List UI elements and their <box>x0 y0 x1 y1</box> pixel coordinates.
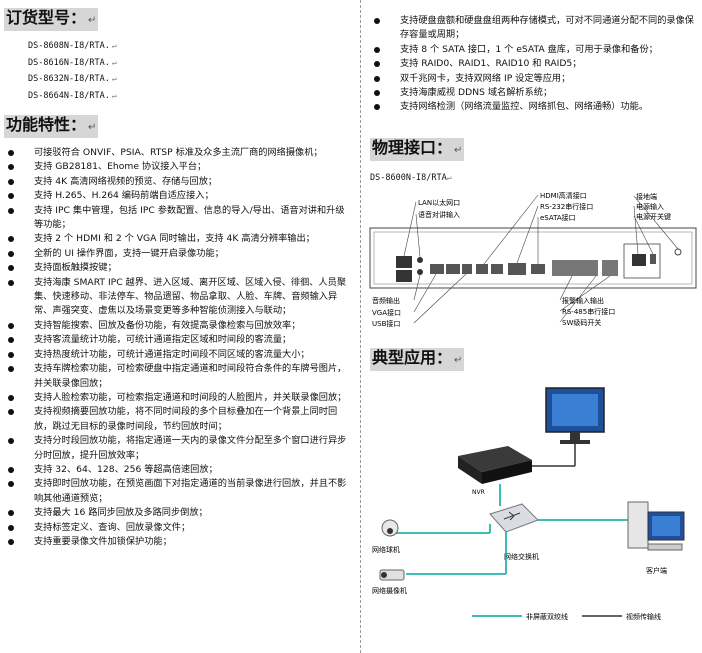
model-section-title: 订货型号：↵ <box>4 8 99 31</box>
hdmi-port <box>491 264 503 274</box>
device-model-label: DS-8600N-I8/RTA↵ <box>370 173 452 183</box>
switch-label: 网络交换机 <box>504 552 539 561</box>
power-module <box>623 243 661 279</box>
feature-item: 支持 2 个 HDMI 和 2 个 VGA 同时输出，支持 4K 高清分辨率输出… <box>0 232 352 246</box>
nvr-front <box>458 456 482 484</box>
label-sw-switch: SW级码开关 <box>562 318 601 327</box>
feature-item: 支持 GB28181、Ehome 协议接入平台； <box>0 160 352 174</box>
usb-port <box>462 264 472 274</box>
feature-list: 可接驳符合 ONVIF、PSIA、RTSP 标准及众多主流厂商的网络摄像机； 支… <box>0 146 352 549</box>
label-ground: 接地端 <box>636 192 657 201</box>
model-list: DS-8608N-I8/RTA.↵ DS-8616N-I8/RTA.↵ DS-8… <box>28 38 117 104</box>
bullet-label: 网络摄像机 <box>372 586 407 595</box>
label-voice-input: 语音对讲输入 <box>418 210 460 219</box>
label-hdmi: HDMI高清接口 <box>540 192 587 200</box>
feature-item: 支持海康威视 DDNS 域名解析系统； <box>366 86 702 100</box>
column-divider <box>360 0 361 653</box>
label-lan: LAN以太网口 <box>418 198 460 207</box>
feature-item: 全新的 UI 操作界面，支持一键开启录像功能； <box>0 247 352 261</box>
label-rs232: RS-232串行接口 <box>540 202 593 211</box>
model-item: DS-8632N-I8/RTA.↵ <box>28 74 117 85</box>
feature-item: 支持硬盘盘额和硬盘盘组两种存储模式，可对不同通道分配不同的录像保存容量或周期； <box>366 14 702 43</box>
bullet-camera-lens <box>381 572 387 578</box>
lan-port <box>396 270 412 282</box>
switch-icon <box>489 503 539 533</box>
switch-arrows <box>503 511 521 521</box>
feature-item: 支持分时段回放功能，将指定通道一天内的录像文件分配至多个窗口进行异步分时回放，提… <box>0 434 352 463</box>
feature-item: 支持 32、64、128、256 等超高倍速回放； <box>0 463 352 477</box>
label-audio-out: 音频输出 <box>372 296 400 305</box>
feature-item: 支持标签定义、查询、回放录像文件； <box>0 521 352 535</box>
dome-camera-lens <box>387 528 393 534</box>
rear-panel-diagram: LAN以太网口 语音对讲输入 HDMI高清接口 RS-232串行接口 eSATA… <box>369 192 697 328</box>
hdmi-port <box>476 264 488 274</box>
model-item: DS-8608N-I8/RTA.↵ <box>28 41 117 51</box>
feature-item: 支持面板触摸按键； <box>0 261 352 275</box>
lan-port <box>396 256 412 268</box>
right-column: 支持硬盘盘额和硬盘盘组两种存储模式，可对不同通道分配不同的录像保存容量或周期； … <box>366 0 702 653</box>
legend-utp-label: 非屏蔽双绞线 <box>526 612 568 621</box>
monitor-screen <box>552 394 598 426</box>
nvr-side <box>482 460 532 484</box>
feature-item: 支持 RAID0、RAID1、RAID10 和 RAID5； <box>366 57 702 71</box>
rs232-port <box>508 263 526 275</box>
feature-item: 支持即时回放功能，在预览画面下对指定通道的当前录像进行回放，并且不影响其他通道预… <box>0 477 352 506</box>
monitor-base <box>560 440 590 444</box>
label-usb: USB接口 <box>372 319 400 328</box>
feature-item: 支持客流量统计功能，可统计通道指定区域和时间段的客流量； <box>0 333 352 347</box>
feature-item: 可接驳符合 ONVIF、PSIA、RTSP 标准及众多主流厂商的网络摄像机； <box>0 146 352 160</box>
left-column: 订货型号：↵ DS-8608N-I8/RTA.↵ DS-8616N-I8/RTA… <box>0 8 352 549</box>
power-socket <box>632 254 646 266</box>
label-esata: eSATA接口 <box>540 213 576 222</box>
audio-jack <box>417 257 423 263</box>
feature-item: 支持人脸检索功能，可检索指定通道和时间段的人脸图片，并关联录像回放； <box>0 391 352 405</box>
power-switch <box>650 254 656 264</box>
esata-port <box>531 264 545 274</box>
pc-tower-icon <box>627 501 649 549</box>
feature-item: 支持车牌检索功能，可检索硬盘中指定通道和时间段符合条件的车牌号图片，并关联录像回… <box>0 362 352 391</box>
label-rs485: RS-485串行接口 <box>562 307 615 316</box>
dome-label: 网络球机 <box>372 545 400 554</box>
rs485-terminal <box>602 260 618 276</box>
feature-item: 支持智能搜索、回放及备份功能，有效提高录像检索与回放效率； <box>0 319 352 333</box>
feature-item: 支持最大 16 路同步回放及多路同步倒放； <box>0 506 352 520</box>
client-label: 客户端 <box>646 566 667 575</box>
feature-item: 支持 8 个 SATA 接口，1 个 eSATA 盘库，可用于录像和备份； <box>366 43 702 57</box>
pc-keyboard <box>647 543 683 551</box>
features-section-title: 功能特性：↵ <box>4 115 99 138</box>
vga-port <box>446 264 460 274</box>
monitor-stand <box>570 432 580 440</box>
application-section-title: 典型应用：↵ <box>370 348 465 371</box>
feature-item: 支持视频摘要回放功能，将不同时间段的多个目标叠加在一个背景上同时回放，跳过无目标… <box>0 405 352 434</box>
legend-video-label: 视频传输线 <box>626 612 661 621</box>
feature-item: 支持 4K 高清网络视频的预览、存储与回放； <box>0 175 352 189</box>
nvr-label: NVR <box>472 489 485 496</box>
network-topology-diagram: NVR 网络交换机 网络球机 网络摄像机 客户端 非屏蔽双绞线 视频传输线 <box>372 387 685 621</box>
feature-item: 支持热度统计功能，可统计通道指定时间段不同区域的客流量大小； <box>0 348 352 362</box>
feature-item: 支持 IPC 集中管理，包括 IPC 参数配置、信息的导入/导出、语音对讲和升级… <box>0 204 352 233</box>
audio-jack <box>417 269 423 275</box>
bullet-camera-icon <box>379 569 405 581</box>
feature-item: 支持重要录像文件加锁保护功能； <box>0 535 352 549</box>
callout-lines <box>403 194 679 324</box>
vga-port <box>430 264 444 274</box>
feature-item: 双千兆网卡，支持双网络 IP 设定等应用； <box>366 72 702 86</box>
model-item: DS-8616N-I8/RTA.↵ <box>28 57 117 68</box>
label-power-switch: 电源开关键 <box>636 212 671 221</box>
feature-item: 支持海康 SMART IPC 越界、进入区域、离开区域、区域入侵、徘徊、人员聚集… <box>0 276 352 319</box>
label-alarm-io: 报警输入输出 <box>562 296 604 305</box>
pc-screen <box>652 516 680 536</box>
feature-item: 支持 H.265、H.264 编码前端自适应接入； <box>0 189 352 203</box>
nvr-icon <box>458 446 532 472</box>
label-power-input: 电源输入 <box>636 202 664 211</box>
label-vga: VGA接口 <box>372 308 401 317</box>
model-item: DS-8664N-I8/RTA.↵ <box>28 90 117 101</box>
feature-list-continued: 支持硬盘盘额和硬盘盘组两种存储模式，可对不同通道分配不同的录像保存容量或周期； … <box>366 14 702 115</box>
alarm-terminal <box>552 260 598 276</box>
panel-inner <box>373 231 693 285</box>
interface-section-title: 物理接口：↵ <box>370 138 465 161</box>
feature-item: 支持网络检测（网络流量监控、网络抓包、网络通畅）功能。 <box>366 100 702 114</box>
